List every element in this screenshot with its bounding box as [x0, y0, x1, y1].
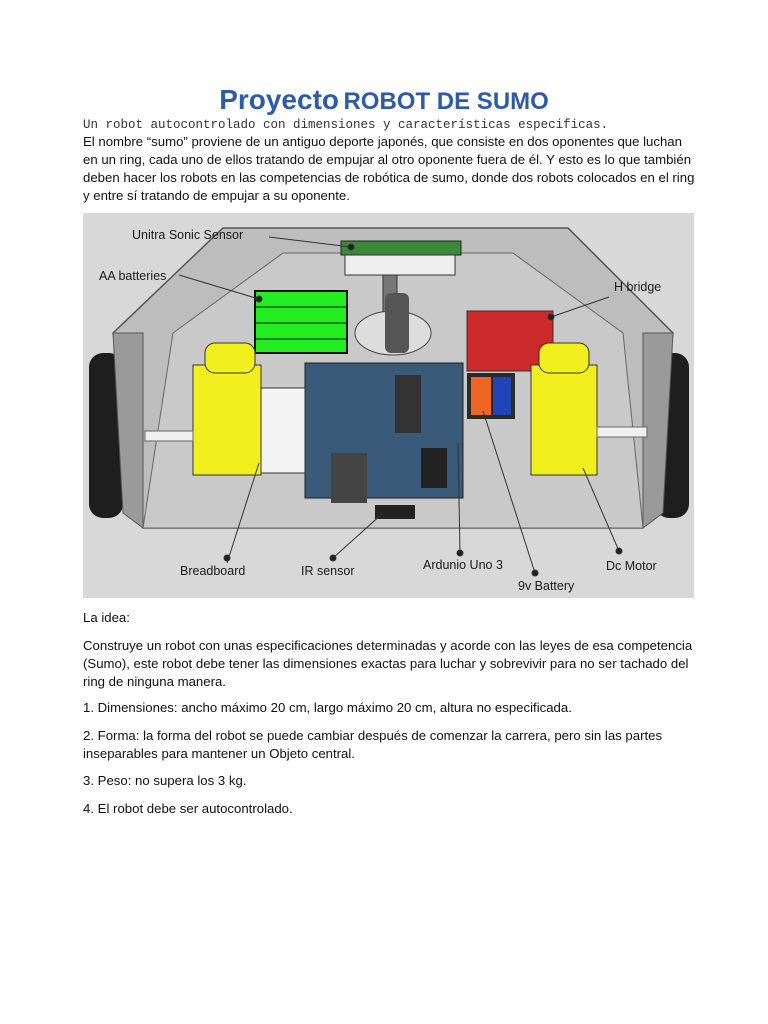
label-9v-battery: 9v Battery	[518, 579, 575, 593]
list-item: 2. Forma: la forma del robot se puede ca…	[83, 728, 663, 761]
title-part-2: ROBOT DE SUMO	[343, 88, 549, 115]
label-breadboard: Breadboard	[180, 564, 246, 578]
intro-paragraph: El nombre “sumo” proviene de un antiguo …	[83, 134, 695, 203]
page-title: Proyecto ROBOT DE SUMO	[0, 84, 768, 116]
subtitle: Un robot autocontrolado con dimensiones …	[83, 118, 609, 132]
label-dc-motor: Dc Motor	[606, 559, 657, 573]
list-item: 4. El robot debe ser autocontrolado.	[83, 801, 293, 816]
idea-paragraph: Construye un robot con unas especificaci…	[83, 638, 693, 689]
label-aa-batteries: AA batteries	[99, 269, 167, 283]
label-arduino: Ardunio Uno 3	[423, 558, 503, 572]
robot-illustration	[89, 227, 689, 577]
label-ir-sensor: IR sensor	[301, 564, 355, 578]
label-h-bridge: H bridge	[614, 280, 662, 294]
list-item: 3. Peso: no supera los 3 kg.	[83, 773, 247, 788]
title-part-1: Proyecto	[219, 84, 340, 115]
robot-diagram-figure: Unitra Sonic Sensor AA batteries H bridg…	[83, 213, 694, 598]
label-ultrasonic-sensor: Unitra Sonic Sensor	[132, 228, 244, 242]
list-item: 1. Dimensiones: ancho máximo 20 cm, larg…	[83, 700, 572, 715]
idea-heading: La idea:	[83, 610, 130, 625]
